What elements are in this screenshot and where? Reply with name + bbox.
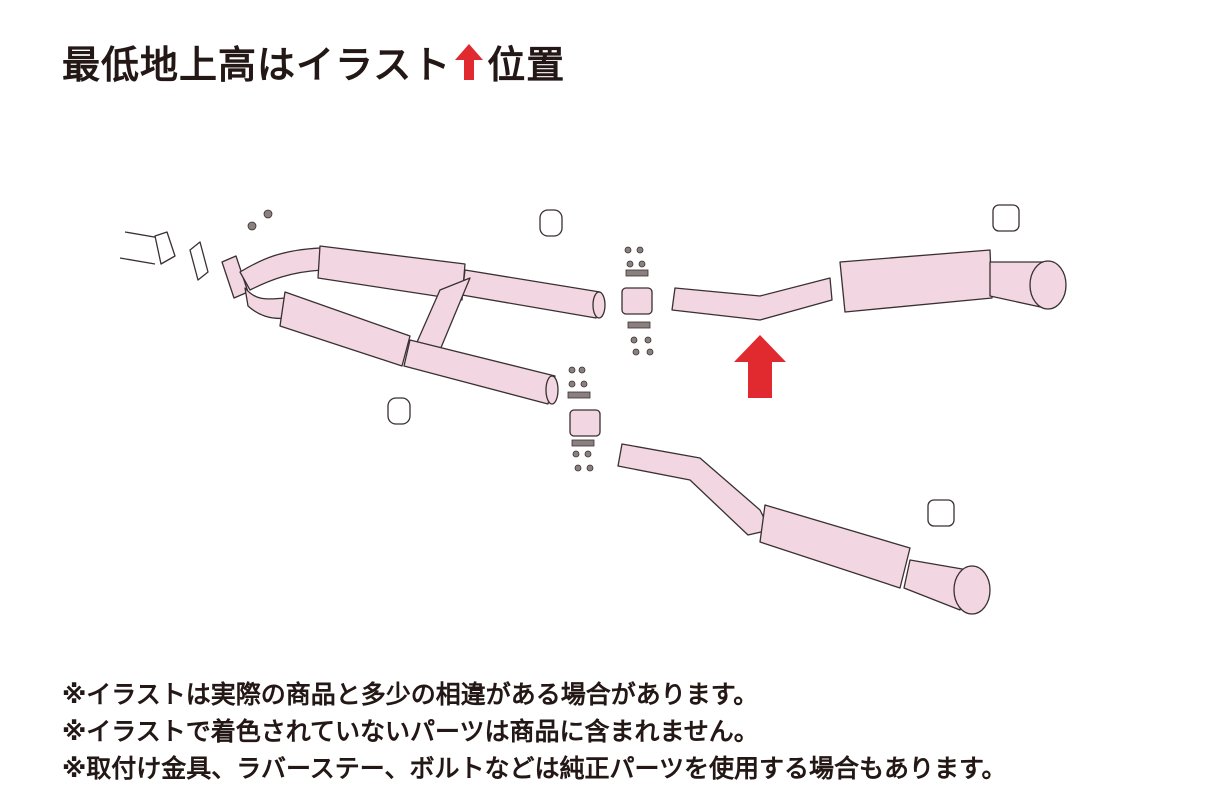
rubber-hanger xyxy=(539,209,563,237)
lower-outlet-pipe xyxy=(403,339,556,405)
upper-rear-pipe xyxy=(671,277,833,321)
upper-resonator xyxy=(317,245,466,301)
stock-pipe xyxy=(119,231,176,265)
red-up-arrow-icon xyxy=(455,43,484,80)
title-text-before: 最低地上高はイラスト xyxy=(62,43,452,87)
page-title: 最低地上高はイラスト 位置 xyxy=(62,34,565,89)
pipe-clamp-upper xyxy=(621,287,653,315)
lower-resonator xyxy=(279,291,411,367)
note-3: ※取付け金具、ラバーステー、ボルトなどは純正パーツを使用する場合もあります。 xyxy=(62,754,1007,783)
note-1: ※イラストは実際の商品と多少の相違がある場合があります。 xyxy=(62,680,759,709)
title-text-after: 位置 xyxy=(487,43,566,87)
upper-outlet-pipe xyxy=(461,269,601,319)
hardware-bolts-nuts xyxy=(247,209,654,472)
rubber-hanger xyxy=(927,499,955,527)
y-pipe-upper xyxy=(239,247,323,291)
ground-clearance-arrow-icon xyxy=(734,335,786,398)
disclaimer-notes: ※イラストは実際の商品と多少の相違がある場合があります。 ※イラストで着色されて… xyxy=(62,676,1007,787)
lower-rear-pipe xyxy=(617,443,771,536)
note-2: ※イラストで着色されていないパーツは商品に含まれません。 xyxy=(62,717,759,746)
rubber-hanger xyxy=(992,204,1020,232)
lower-tail-tip xyxy=(903,559,969,611)
lower-rear-muffler xyxy=(759,504,911,589)
pipe-clamp-lower xyxy=(569,409,601,437)
exhaust-exploded-diagram xyxy=(119,204,1067,615)
rubber-hanger xyxy=(387,397,411,425)
gasket xyxy=(189,241,209,281)
upper-rear-muffler xyxy=(839,249,993,313)
